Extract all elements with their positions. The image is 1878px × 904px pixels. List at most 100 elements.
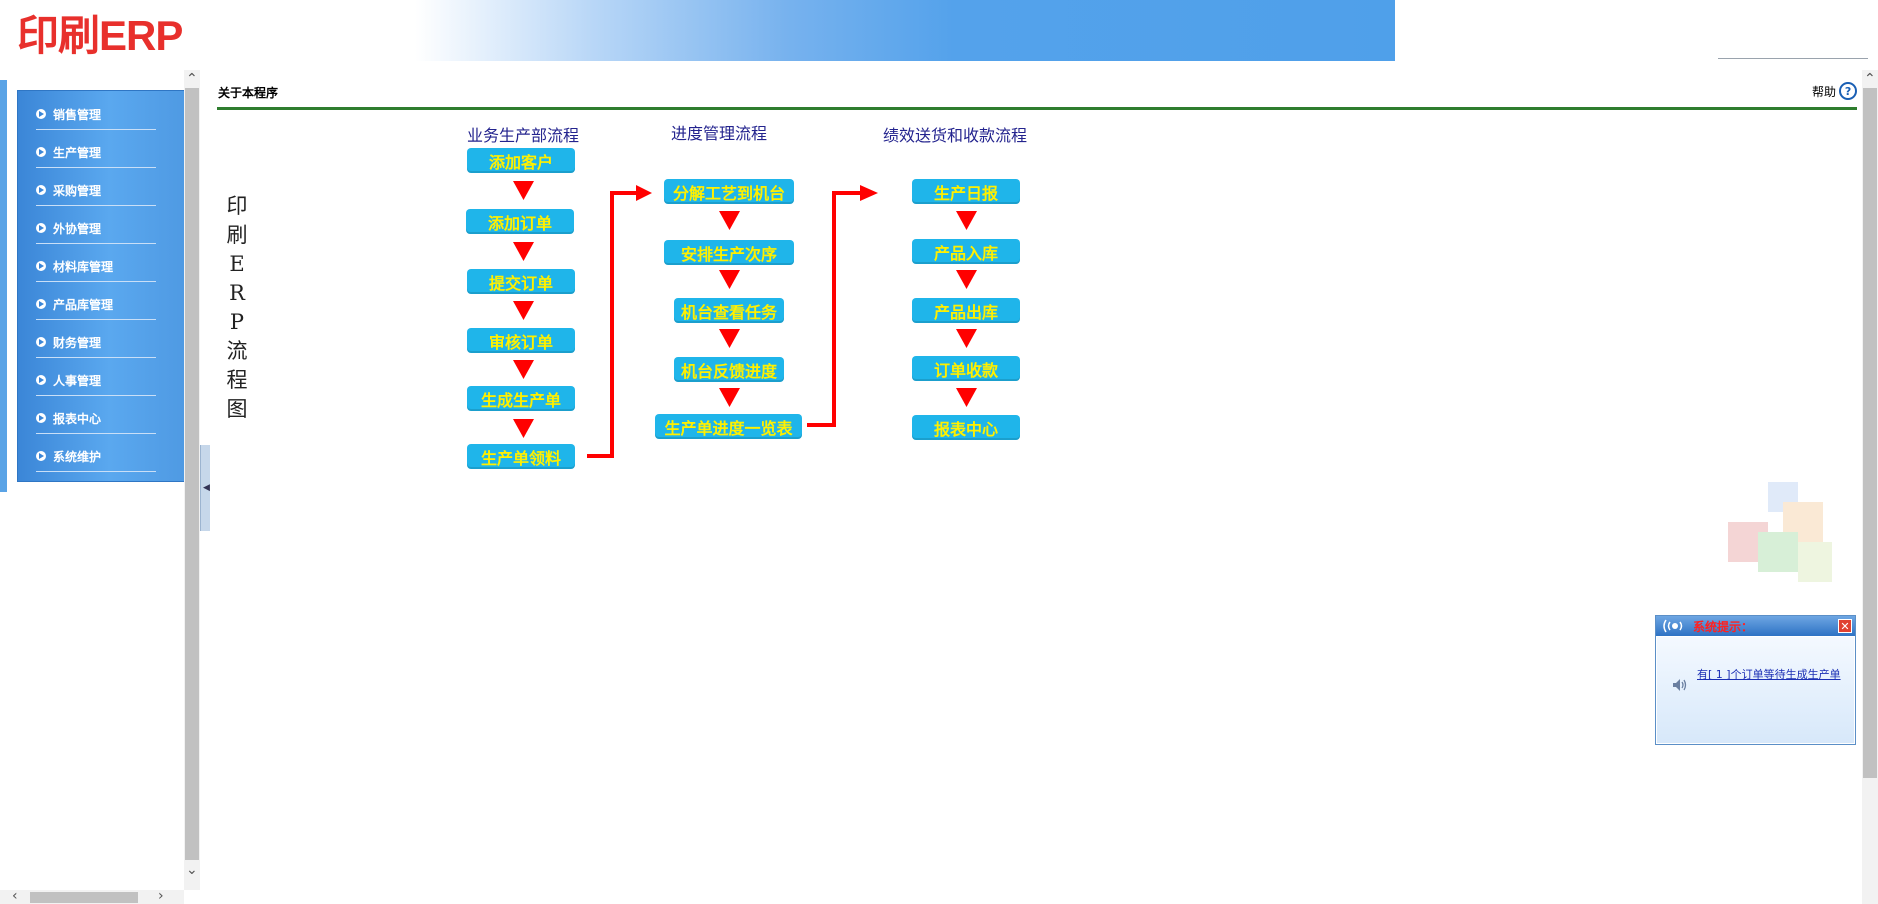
right-arrow-icon <box>860 185 878 201</box>
title-char: 程 <box>226 368 248 392</box>
title-char: E <box>229 252 245 276</box>
collapse-arrow-icon[interactable]: ◀ <box>203 483 210 493</box>
arrow-circle-icon <box>36 337 46 347</box>
main-vertical-scrollbar[interactable]: ⌃ <box>1862 70 1878 904</box>
sidebar-item-material-warehouse[interactable]: 材料库管理 <box>36 251 156 282</box>
scrollbar-thumb[interactable] <box>30 892 138 903</box>
chevron-right-icon[interactable]: › <box>158 888 164 904</box>
sidebar-horizontal-scrollbar[interactable]: ‹ › <box>0 888 184 904</box>
sidebar-item-purchasing[interactable]: 采购管理 <box>36 175 156 206</box>
step-view-tasks[interactable]: 机台查看任务 <box>674 298 784 323</box>
column-title-business: 业务生产部流程 <box>467 126 580 145</box>
sidebar-vertical-scrollbar[interactable]: ⌃ ⌄ <box>184 70 200 890</box>
down-arrow-icon <box>719 270 740 289</box>
title-char: 图 <box>226 397 248 421</box>
step-add-customer[interactable]: 添加客户 <box>467 148 575 173</box>
step-assign-process[interactable]: 分解工艺到机台 <box>664 179 794 204</box>
notice-title: 系统提示： <box>1693 620 1754 634</box>
step-order-payment[interactable]: 订单收款 <box>912 356 1020 381</box>
title-char: 刷 <box>226 223 248 247</box>
question-icon[interactable]: ? <box>1839 82 1858 100</box>
system-notice-popup: 系统提示： ✕ 有[ 1 ]个订单等待生成生产单 <box>1655 615 1856 745</box>
scrollbar-thumb[interactable] <box>1863 88 1877 778</box>
sidebar-item-label: 销售管理 <box>53 107 102 122</box>
notice-body: 有[ 1 ]个订单等待生成生产单 <box>1657 637 1854 743</box>
app-logo: 印刷ERP <box>17 12 183 59</box>
chevron-down-icon[interactable]: ⌄ <box>186 862 198 878</box>
sidebar-item-label: 生产管理 <box>53 145 102 160</box>
sidebar-item-label: 人事管理 <box>53 373 102 388</box>
scrollbar-thumb[interactable] <box>185 88 199 860</box>
down-arrow-icon <box>513 181 534 200</box>
decorative-cubes-image <box>1728 482 1832 582</box>
help-link[interactable]: 帮助 ? <box>1812 82 1858 100</box>
notice-message-link[interactable]: 有[ 1 ]个订单等待生成生产单 <box>1697 668 1841 681</box>
right-arrow-icon <box>636 185 652 201</box>
sidebar-item-outsourcing[interactable]: 外协管理 <box>36 213 156 244</box>
down-arrow-icon <box>719 211 740 230</box>
arrow-circle-icon <box>36 185 46 195</box>
sidebar-item-production[interactable]: 生产管理 <box>36 137 156 168</box>
title-char: P <box>229 310 245 334</box>
title-divider <box>217 107 1857 110</box>
step-feedback-progress[interactable]: 机台反馈进度 <box>674 357 784 382</box>
step-product-inbound[interactable]: 产品入库 <box>912 239 1020 264</box>
step-submit-order[interactable]: 提交订单 <box>467 269 575 294</box>
step-add-order[interactable]: 添加订单 <box>466 209 574 234</box>
column-title-progress: 进度管理流程 <box>671 124 768 143</box>
chevron-up-icon[interactable]: ⌃ <box>186 71 198 87</box>
down-arrow-icon <box>956 329 977 348</box>
step-review-order[interactable]: 审核订单 <box>467 328 575 353</box>
down-arrow-icon <box>956 211 977 230</box>
down-arrow-icon <box>513 419 534 438</box>
step-progress-overview[interactable]: 生产单进度一览表 <box>655 414 802 439</box>
arrow-circle-icon <box>36 147 46 157</box>
step-material-requisition[interactable]: 生产单领料 <box>467 444 575 469</box>
speaker-icon <box>1673 679 1687 691</box>
sidebar-item-label: 报表中心 <box>53 411 102 426</box>
title-char: 流 <box>226 339 248 363</box>
down-arrow-icon <box>513 301 534 320</box>
sidebar-item-label: 系统维护 <box>53 449 102 464</box>
sidebar-item-product-warehouse[interactable]: 产品库管理 <box>36 289 156 320</box>
step-generate-production-order[interactable]: 生成生产单 <box>467 386 575 411</box>
step-product-outbound[interactable]: 产品出库 <box>912 298 1020 323</box>
close-icon[interactable]: ✕ <box>1838 619 1852 633</box>
arrow-circle-icon <box>36 223 46 233</box>
flowchart-vertical-title: 印 刷 E R P 流 程 图 <box>225 192 249 424</box>
left-accent-bar <box>0 80 7 492</box>
connector-line <box>807 191 863 427</box>
sidebar-item-label: 采购管理 <box>53 183 102 198</box>
down-arrow-icon <box>956 388 977 407</box>
arrow-circle-icon <box>36 375 46 385</box>
arrow-circle-icon <box>36 109 46 119</box>
column-title-delivery: 绩效送货和收款流程 <box>883 126 1028 145</box>
step-report-center[interactable]: 报表中心 <box>912 415 1020 440</box>
down-arrow-icon <box>956 270 977 289</box>
step-daily-report[interactable]: 生产日报 <box>912 179 1020 204</box>
page-title: 关于本程序 <box>218 86 279 100</box>
sidebar-item-hr[interactable]: 人事管理 <box>36 365 156 396</box>
arrow-circle-icon <box>36 299 46 309</box>
sidebar-menu: 销售管理 生产管理 采购管理 外协管理 材料库管理 产品库管理 财务管理 人事管… <box>17 90 185 482</box>
arrow-circle-icon <box>36 261 46 271</box>
down-arrow-icon <box>513 360 534 379</box>
down-arrow-icon <box>719 388 740 407</box>
header-gradient <box>415 0 1395 61</box>
down-arrow-icon <box>719 329 740 348</box>
step-schedule-production[interactable]: 安排生产次序 <box>664 240 794 265</box>
sidebar-item-label: 产品库管理 <box>53 297 114 312</box>
help-label: 帮助 <box>1812 84 1837 99</box>
connector-line <box>587 191 640 458</box>
title-char: 印 <box>226 194 248 218</box>
title-char: R <box>229 281 245 305</box>
sidebar-item-label: 材料库管理 <box>53 259 114 274</box>
chevron-up-icon[interactable]: ⌃ <box>1864 71 1876 87</box>
sidebar-item-system[interactable]: 系统维护 <box>36 441 156 472</box>
sidebar-item-reports[interactable]: 报表中心 <box>36 403 156 434</box>
sidebar-item-sales[interactable]: 销售管理 <box>36 99 156 130</box>
sidebar-item-finance[interactable]: 财务管理 <box>36 327 156 358</box>
chevron-left-icon[interactable]: ‹ <box>12 888 18 904</box>
sidebar-item-label: 财务管理 <box>53 335 102 350</box>
frame-splitter[interactable]: ◀ <box>200 445 210 531</box>
